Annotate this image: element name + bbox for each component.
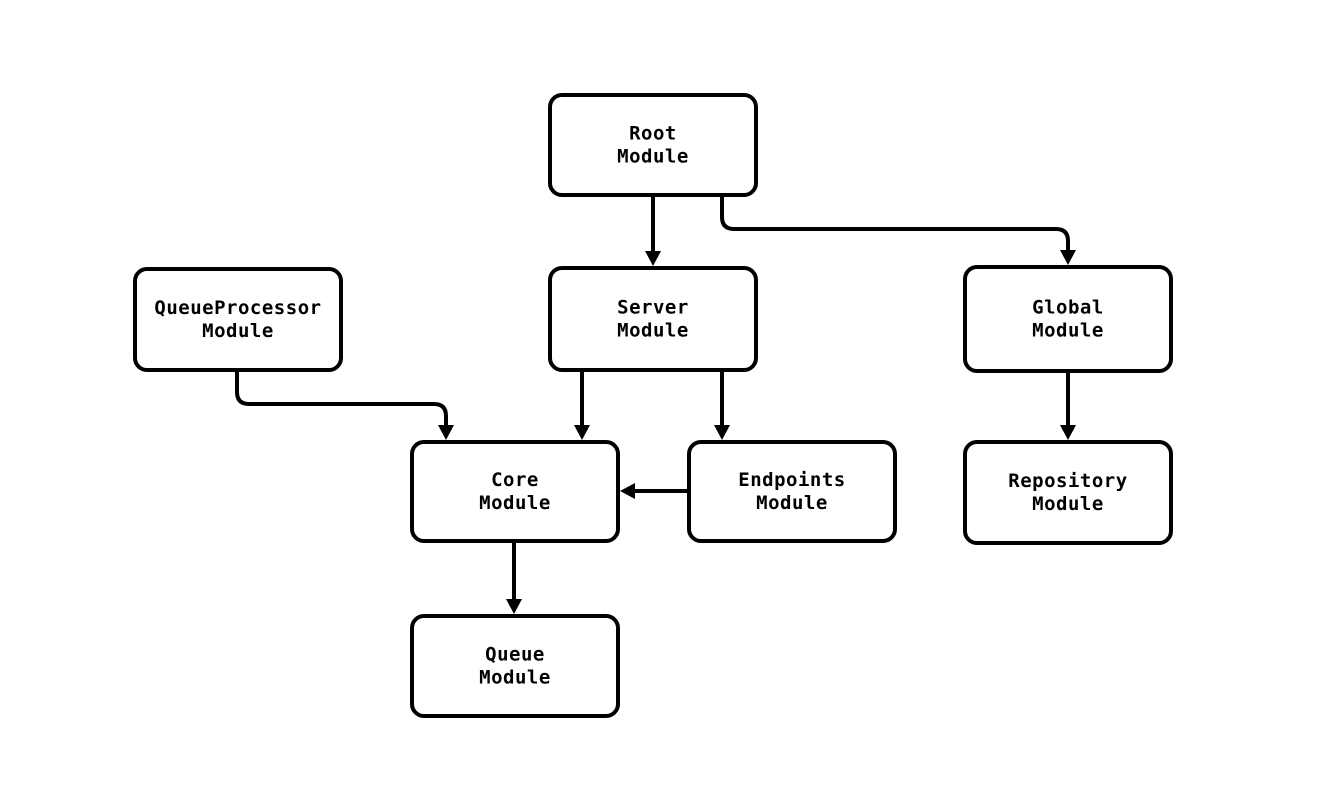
node-label-line1: Global [1032, 297, 1104, 319]
node-shape[interactable] [963, 265, 1173, 373]
node-label-line1: Root [629, 123, 677, 145]
node-shape[interactable] [687, 440, 897, 543]
edge-server-to-endpoints [714, 372, 730, 440]
node-label-line1: Endpoints [738, 469, 845, 491]
node-label-line2: Module [617, 320, 689, 342]
edge-arrowhead [574, 425, 590, 440]
node-shape[interactable] [410, 440, 620, 543]
node-label-line2: Module [756, 492, 828, 514]
node-label-line2: Module [1032, 493, 1104, 515]
node-label-line1: QueueProcessor [154, 297, 321, 319]
edges-layer [235, 197, 1076, 614]
node-label-line2: Module [202, 320, 274, 342]
edge-arrowhead [645, 251, 661, 266]
nodes-layer: RootModuleQueueProcessorModuleServerModu… [133, 93, 1173, 718]
edge-arrowhead [506, 599, 522, 614]
edge-queueprocessor-to-core [235, 372, 454, 440]
edge-root-to-global [720, 197, 1076, 265]
edge-arrowhead [1060, 425, 1076, 440]
edge-line [720, 197, 1070, 251]
edge-core-to-queue [506, 543, 522, 614]
node-label-line2: Module [479, 667, 551, 689]
edge-arrowhead [620, 483, 635, 499]
edge-server-to-core [574, 372, 590, 440]
edge-global-to-repository [1060, 373, 1076, 440]
edge-endpoints-to-core [620, 483, 687, 499]
node-label-line2: Module [1032, 320, 1104, 342]
node-shape[interactable] [548, 266, 758, 372]
node-shape[interactable] [410, 614, 620, 718]
node-shape[interactable] [133, 267, 343, 372]
edge-line [235, 372, 448, 426]
edge-arrowhead [1060, 250, 1076, 265]
edge-arrowhead [438, 425, 454, 440]
node-label-line2: Module [617, 146, 689, 168]
node-label-line1: Core [491, 469, 539, 491]
node-label-line1: Server [617, 297, 689, 319]
node-shape[interactable] [963, 440, 1173, 545]
node-label-line2: Module [479, 492, 551, 514]
node-label-line1: Repository [1008, 470, 1127, 492]
edge-root-to-server [645, 197, 661, 266]
edge-arrowhead [714, 425, 730, 440]
node-label-line1: Queue [485, 644, 545, 666]
node-shape[interactable] [548, 93, 758, 197]
